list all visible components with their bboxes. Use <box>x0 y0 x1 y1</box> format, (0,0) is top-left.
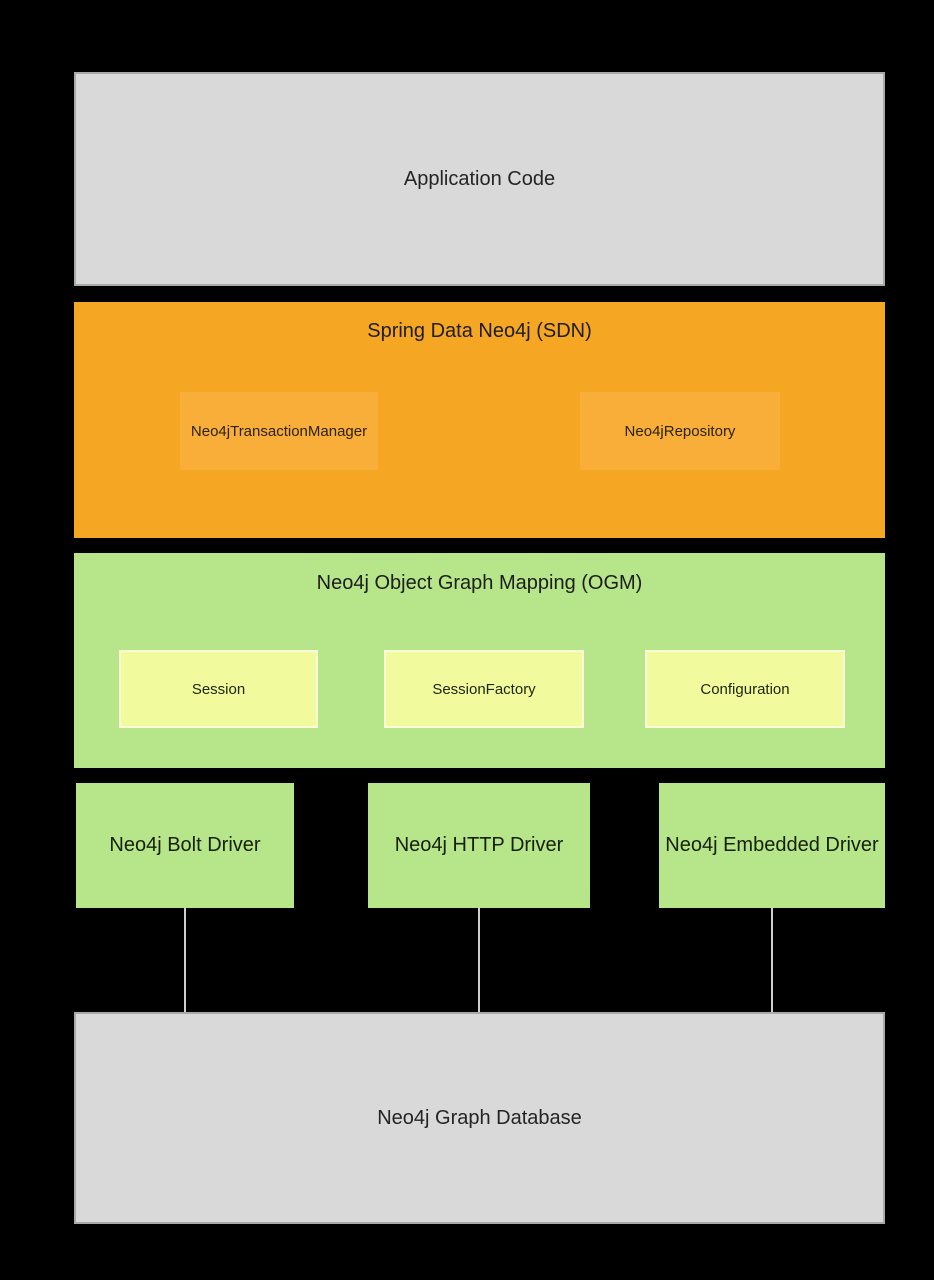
ogm-layer-box: Neo4j Object Graph Mapping (OGM) Session… <box>74 553 885 768</box>
sdn-component-label: Neo4jRepository <box>624 422 736 440</box>
connector-line-embedded <box>771 908 773 1012</box>
driver-box-bolt: Neo4j Bolt Driver <box>76 783 294 908</box>
ogm-component-session-factory: SessionFactory <box>384 650 584 728</box>
sdn-layer-title: Spring Data Neo4j (SDN) <box>367 320 592 342</box>
ogm-component-label: Session <box>191 680 246 698</box>
driver-box-http: Neo4j HTTP Driver <box>368 783 590 908</box>
connector-line-http <box>478 908 480 1012</box>
ogm-layer-title: Neo4j Object Graph Mapping (OGM) <box>316 572 643 594</box>
driver-label: Neo4j Embedded Driver <box>665 834 879 856</box>
application-code-label: Application Code <box>403 167 556 190</box>
driver-box-embedded: Neo4j Embedded Driver <box>659 783 885 908</box>
graph-database-label: Neo4j Graph Database <box>377 1106 582 1129</box>
ogm-component-label: SessionFactory <box>432 680 536 698</box>
connector-line-bolt <box>184 908 186 1012</box>
graph-database-box: Neo4j Graph Database <box>74 1012 885 1224</box>
sdn-layer-box: Spring Data Neo4j (SDN) Neo4jTransaction… <box>74 302 885 538</box>
driver-label: Neo4j HTTP Driver <box>394 834 564 856</box>
driver-label: Neo4j Bolt Driver <box>109 834 261 856</box>
ogm-component-label: Configuration <box>700 680 790 698</box>
application-code-box: Application Code <box>74 72 885 286</box>
sdn-component-transaction-manager: Neo4jTransactionManager <box>180 392 378 470</box>
sdn-component-label: Neo4jTransactionManager <box>190 422 368 440</box>
sdn-component-repository: Neo4jRepository <box>580 392 780 470</box>
ogm-component-session: Session <box>119 650 318 728</box>
ogm-component-configuration: Configuration <box>645 650 845 728</box>
